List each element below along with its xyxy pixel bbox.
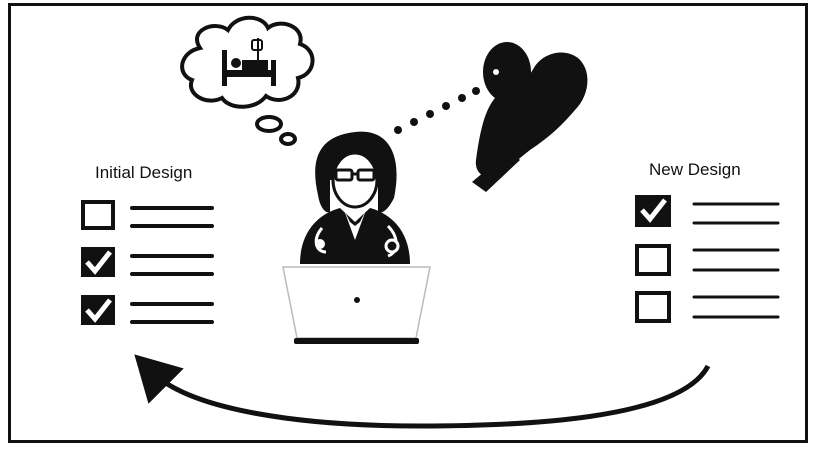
new-design-label: New Design — [649, 160, 741, 180]
female-doctor-icon — [300, 132, 410, 264]
observer-silhouette-icon — [472, 42, 587, 192]
thought-bubble-icon — [182, 18, 312, 144]
gaze-dotted-line — [394, 87, 480, 134]
initial-checkbox-2 — [81, 247, 115, 277]
new-checkbox-1 — [635, 195, 671, 227]
new-checklist — [635, 195, 778, 321]
laptop-icon — [283, 267, 430, 344]
initial-checkbox-3 — [81, 295, 115, 325]
initial-checklist — [81, 202, 212, 325]
initial-checkbox-1 — [83, 202, 113, 228]
curved-arrow-icon — [152, 366, 708, 426]
initial-design-label: Initial Design — [95, 163, 192, 183]
new-checkbox-2 — [637, 246, 669, 274]
new-checkbox-3 — [637, 293, 669, 321]
initial-lines — [132, 208, 212, 322]
new-lines — [694, 204, 778, 317]
